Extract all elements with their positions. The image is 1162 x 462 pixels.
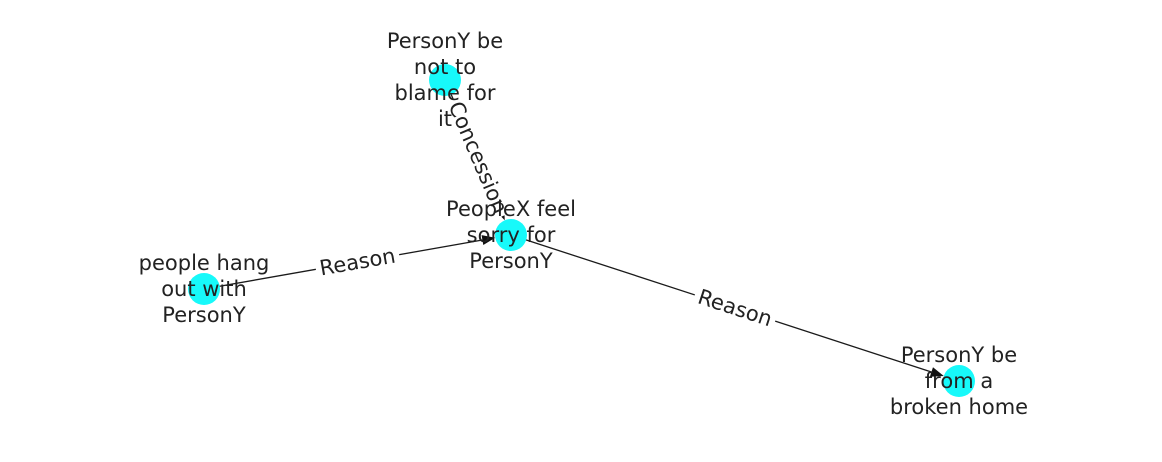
edge-label: Reason xyxy=(695,285,775,332)
node-circle xyxy=(188,273,220,305)
edge-label-group: Reason xyxy=(313,241,402,283)
node-label-line: from a xyxy=(925,369,993,393)
edge-label-background xyxy=(441,93,515,222)
edge-label-background xyxy=(313,241,402,283)
edges-layer xyxy=(203,79,944,377)
edge-label-background xyxy=(690,282,780,334)
node-circle xyxy=(495,219,527,251)
arrowhead xyxy=(481,235,496,245)
node-label-line: blame for xyxy=(395,81,496,105)
edge-label-group: Reason xyxy=(690,282,780,334)
node-label-line: it xyxy=(438,107,452,131)
node-label-line: out with xyxy=(161,277,247,301)
node-label-line: PersonY be xyxy=(901,343,1017,367)
nodes-layer xyxy=(188,64,975,397)
node-label-line: sorry for xyxy=(467,223,556,247)
node-label-line: PeopleX feel xyxy=(446,197,576,221)
node-label-line: broken home xyxy=(890,395,1028,419)
arrowhead xyxy=(929,367,944,377)
node-label-line: not to xyxy=(414,55,476,79)
node-label-line: PersonY xyxy=(469,249,553,273)
node-circle xyxy=(943,365,975,397)
node-label-line: PersonY xyxy=(162,303,246,327)
node-label-line: PersonY be xyxy=(387,29,503,53)
node-circle xyxy=(429,64,461,96)
node-label-line: people hang xyxy=(139,251,270,275)
